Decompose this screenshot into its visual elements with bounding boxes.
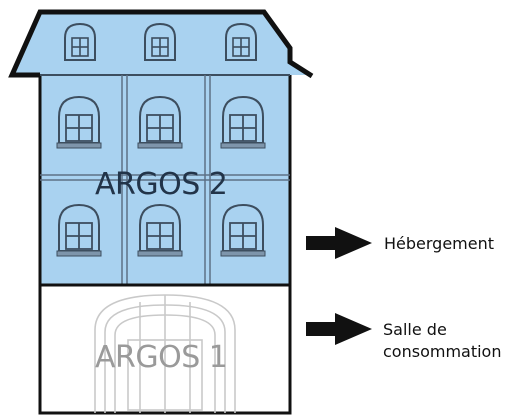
lower-building	[38, 283, 292, 415]
consommation-label-line1: Salle de	[383, 320, 447, 339]
consommation-label: Salle de consommation	[383, 319, 501, 363]
consommation-label-line2: consommation	[383, 342, 502, 361]
arrow-lower-icon	[306, 313, 372, 345]
arrow-upper-icon	[306, 227, 372, 259]
door-sketch	[94, 294, 236, 413]
hebergement-label: Hébergement	[384, 234, 495, 253]
lower-floor-label: ARGOS 1	[95, 340, 228, 375]
upper-floor-label: ARGOS 2	[95, 167, 228, 202]
